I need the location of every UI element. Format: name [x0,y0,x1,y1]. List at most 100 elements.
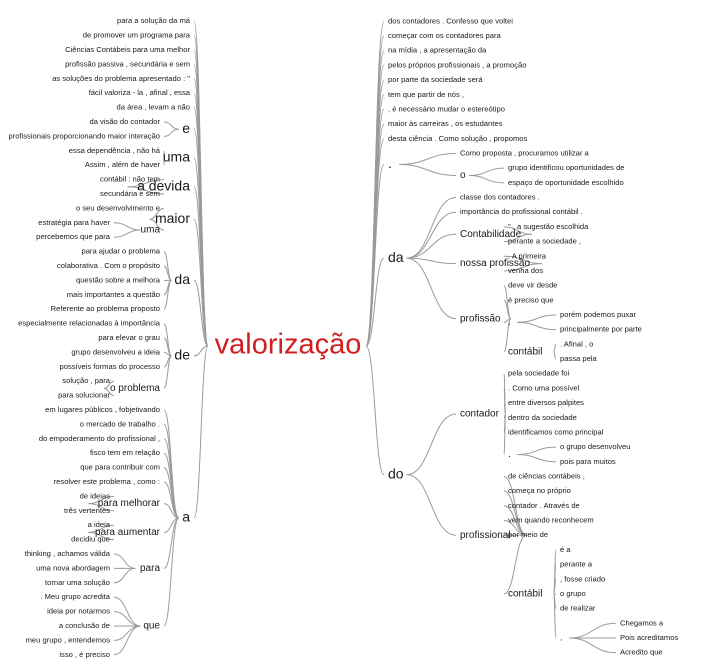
branch-word-contador: contador [460,409,500,420]
leaf-phrase-que-para-contribuir-com: que para contribuir com [80,463,160,472]
connector-da-visao-do-contador [163,121,179,130]
leaf-phrase-grupo-desenvolveu-a-ideia: grupo desenvolveu a ideia [71,347,160,356]
leaf-phrase-isso-e-preciso: isso , é preciso [59,650,110,659]
leaf-phrase-para-a-solucao-da-ma: para a solução da má [117,16,191,25]
connector-do [365,345,385,476]
connector-nossa-profissao [406,257,457,265]
connector-perante-a-sociedade [503,233,532,243]
leaf-phrase-a-primeira: . A primeira [508,251,547,260]
leaf-phrase-ideia-por-notarmos: ideia por notarmos [47,607,110,616]
connector-a [193,345,209,519]
connector-especialmente-relacionadas-a-importancia [163,323,172,357]
leaf-phrase-tornar-uma-solucao: tornar uma solução [45,578,110,587]
leaf-phrase-profissao-passiva-secundaria-e-sem: profissão passiva , secundária e sem [65,59,190,68]
branch-word-profissional: profissional [460,530,511,541]
connector-uma [149,218,165,231]
leaf-phrase-de-promover-um-programa-para: de promover um programa para [83,31,191,40]
root-word: valorização [215,329,362,361]
leaf-phrase-do-empoderamento-do-profissional: do empoderamento do profissional , [39,434,160,443]
leaf-phrase-a-sugestao-escolhida: " , a sugestão escolhida [508,222,589,231]
connector-como-proposta-procuramos-utilizar-a [399,152,457,165]
branch-word-de: de [174,347,190,363]
leaf-phrase-pela-sociedade-foi: pela sociedade foi [508,369,570,378]
branch-word-maior: maior [155,210,190,226]
branch-word-da: da [388,249,404,265]
connector-para-melhorar [163,503,179,519]
connector-contabil [503,318,512,353]
leaf-phrase-perante-a: perante a [560,560,593,569]
connector-chegamos-a [569,622,617,639]
branch-word-da: da [174,271,190,287]
leaf-phrase-o-grupo: o grupo [560,589,586,598]
leaf-phrase-meu-grupo-entendemos: meu grupo , entendemos [26,635,111,644]
connector-principalmente-por-parte [517,321,557,331]
leaf-phrase-perante-a-sociedade: perante a sociedade , [508,237,581,246]
connector-venha-dos [503,263,543,272]
connector-percebemos-que-para [113,229,141,238]
connector-ideia-por-notarmos [113,611,141,627]
leaf-phrase-de-ideias: de ideias [80,491,111,500]
leaf-phrase-classe-dos-contadores: classe dos contadores . [460,193,540,202]
leaf-phrase-questao-sobre-a-melhora: questão sobre a melhora [76,275,161,284]
leaf-phrase-importancia-do-profissional-contabil: importância do profissional contábil . [460,207,583,216]
branch-word-para-aumentar: para aumentar [95,527,161,538]
branch-word-o-problema: o problema [110,383,160,394]
leaf-phrase-dos-contadores-confesso-que-voltei: dos contadores . Confesso que voltei [388,16,513,25]
branch-word-o: o [460,170,466,181]
leaf-phrase-referente-ao-problema-proposto: Referente ao problema proposto [51,304,160,313]
branch-word-punct: . [388,155,392,171]
connector-tres-vertentes [88,503,115,512]
leaf-phrase-dentro-da-sociedade: dentro da sociedade [508,413,577,422]
connector-da [365,257,385,347]
connector-estrategia-para-haver [113,222,141,231]
leaf-phrase-na-midia-a-apresentacao-da: na mídia , a apresentação da [388,46,487,55]
connector-para [163,517,180,569]
leaf-phrase-fisco-tem-em-relacao: fisco tem em relação [90,448,160,457]
connector-thinking-achamos-valida [113,553,136,569]
branch-word-contabil: contábil [508,589,542,600]
leaf-phrase-chegamos-a: Chegamos a [620,618,664,627]
leaf-phrase-para-ajudar-o-problema: para ajudar o problema [81,247,160,256]
branch-word-do: do [388,465,404,481]
leaf-phrase-como-uma-possivel: . Como uma possível [508,383,580,392]
connector-punct [553,593,557,639]
leaf-phrase-possiveis-formas-do-processo: possíveis formas do processo [60,362,160,371]
branch-word-contabilidade: Contabilidade [460,229,522,240]
connector-tornar-uma-solucao [113,567,136,584]
leaf-phrase-em-lugares-publicos-fobjetivando: em lugares públicos , fobjetivando [45,405,160,414]
branch-word-punct: . [508,449,511,460]
leaf-phrase-passa-pela: passa pela [560,354,598,363]
leaf-phrase-afinal-o: . Afinal , o [560,339,593,348]
leaf-phrase-e-a: é a [560,545,571,554]
connector-pois-para-muitos [517,453,557,463]
leaf-phrase-decidiu-que: decidiu que [71,535,110,544]
connector-resolver-este-problema-como [163,481,179,519]
connector-o-grupo-desenvolveu [517,446,557,455]
connector-do-empoderamento-do-profissional [163,438,180,519]
leaf-phrase-venha-dos: venha dos [508,266,543,275]
leaf-phrase-tres-vertentes: três vertentes [64,506,110,515]
leaf-phrase-solucao-para: solução , para [62,376,110,385]
connector-punct [365,163,385,347]
leaf-phrase-contador-atraves-de: contador . Através de [508,501,580,510]
connector-de [193,345,209,357]
leaf-phrase-por-parte-da-sociedade-sera: por parte da sociedade será [388,75,483,84]
connector-contabilidade [406,233,457,259]
branch-word-nossa-profissao: nossa profissão [460,258,530,269]
leaf-phrase-uma-nova-abordagem: uma nova abordagem [36,563,110,572]
leaf-phrase-comecar-com-os-contadores-para: começar com os contadores para [388,31,501,40]
leaf-phrase-e-preciso-que: é preciso que [508,295,554,304]
leaf-phrase-da-area-levam-a-nao: da área , levam a não [117,103,190,112]
leaf-phrase-mais-importantes-a-questao: mais importantes a questão [67,290,160,299]
leaf-phrase-essa-dependencia-nao-ha: essa dependência , não há [69,146,161,155]
leaf-phrase-desta-ciencia-como-solucao-propomos: desta ciência . Como solução , propomos [388,134,527,143]
leaf-phrase-porem-podemos-puxar: porém podemos puxar [560,310,636,319]
leaf-phrase-deve-vir-desde: deve vir desde [508,281,557,290]
connector-isso-e-preciso [113,625,141,656]
leaf-phrase-como-proposta-procuramos-utilizar-a: Como proposta , procuramos utilizar a [460,148,590,157]
branch-word-para-melhorar: para melhorar [98,498,161,509]
leaf-phrase-facil-valoriza-la-afinal-essa: fácil valoriza - la , afinal , essa [89,88,191,97]
leaf-phrase-comeca-no-proprio: começa no próprio [508,486,571,495]
branch-word-a: a [182,509,190,525]
